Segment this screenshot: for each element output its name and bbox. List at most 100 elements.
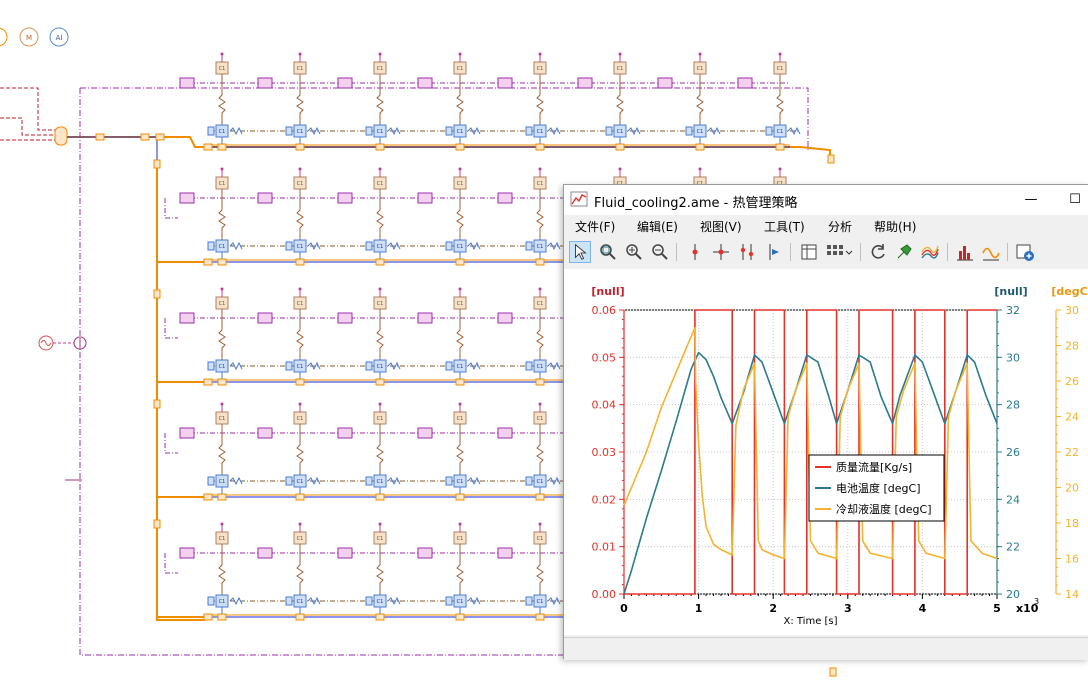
electric-block	[179, 547, 195, 559]
terminal-node	[778, 52, 782, 56]
pipe-node	[153, 159, 161, 169]
pipe-node	[827, 154, 835, 164]
flow-resistor	[387, 476, 401, 486]
zoom-area-icon[interactable]	[597, 241, 619, 263]
toolbar-separator	[676, 243, 677, 261]
electric-block	[497, 312, 513, 324]
histogram-icon[interactable]	[954, 241, 976, 263]
cell-label: C1	[457, 66, 464, 72]
pipe-node	[203, 143, 213, 151]
plate-port	[765, 126, 773, 136]
plate-label: C1	[297, 479, 304, 485]
flow-resistor	[547, 126, 561, 136]
menu-edit[interactable]: 编辑(E)	[637, 220, 678, 234]
plate-port	[285, 476, 293, 486]
flow-resistor	[467, 596, 481, 606]
pipe-node	[217, 613, 227, 621]
terminal-node	[458, 52, 462, 56]
signal-line	[0, 117, 55, 136]
electric-block	[577, 77, 593, 89]
series-line-1	[623, 351, 998, 595]
plate-port	[365, 126, 373, 136]
plate-label: C1	[219, 129, 226, 135]
flow-resistor	[229, 361, 243, 371]
electric-line	[164, 198, 178, 219]
plate-port	[445, 361, 453, 371]
cell-label: C1	[617, 66, 624, 72]
plate-label: C1	[457, 479, 464, 485]
plate-port	[525, 241, 533, 251]
right1-tick-label: 26	[1006, 446, 1020, 459]
dual-cursor-icon[interactable]	[736, 241, 758, 263]
cell-label: C1	[537, 181, 544, 187]
grid-layout-icon[interactable]	[824, 241, 854, 263]
right2-tick-label: 18	[1065, 517, 1079, 530]
plate-port	[207, 361, 215, 371]
menu-file[interactable]: 文件(F)	[575, 220, 616, 234]
pin-icon[interactable]	[893, 241, 915, 263]
play-cursor-icon[interactable]	[762, 241, 784, 263]
add-plot-icon[interactable]	[1014, 241, 1036, 263]
pipe-node	[535, 143, 545, 151]
coolant-pipe	[67, 136, 831, 160]
frame-line	[79, 88, 565, 656]
select-arrow-icon[interactable]	[569, 241, 591, 263]
curves-icon[interactable]	[919, 241, 941, 263]
thermal-resistor	[376, 189, 384, 240]
pipe-node	[203, 613, 213, 621]
cell-label: C1	[297, 416, 304, 422]
electric-block	[257, 427, 273, 439]
maximize-button[interactable]: ☐	[1069, 192, 1081, 207]
pipe-node	[455, 258, 465, 266]
cell-label: C1	[457, 301, 464, 307]
plate-port	[445, 126, 453, 136]
zoom-in-icon[interactable]	[623, 241, 645, 263]
thermal-resistor	[456, 544, 464, 595]
flow-resistor	[627, 126, 641, 136]
pipe-node	[155, 133, 165, 141]
toolbar	[564, 237, 1088, 267]
cell-label: C1	[377, 301, 384, 307]
menu-analysis[interactable]: 分析	[828, 220, 853, 234]
electric-block	[257, 547, 273, 559]
plate-label: C1	[377, 244, 384, 250]
title-bar[interactable]: Fluid_cooling2.ame - 热管理策略 — ☐	[564, 185, 1088, 215]
electric-block	[417, 192, 433, 204]
terminal-node	[458, 167, 462, 171]
pipe-node	[615, 143, 625, 151]
electric-block	[417, 427, 433, 439]
refresh-icon[interactable]	[867, 241, 889, 263]
frame-line	[80, 87, 809, 150]
cell-label: C1	[297, 66, 304, 72]
menu-help[interactable]: 帮助(H)	[874, 220, 917, 234]
terminal-node	[378, 287, 382, 291]
pipe-node	[455, 613, 465, 621]
toolbar-separator	[1007, 243, 1008, 261]
plot-window[interactable]: Fluid_cooling2.ame - 热管理策略 — ☐ 文件(F) 编辑(…	[563, 184, 1088, 660]
crosshair-icon[interactable]	[710, 241, 732, 263]
electric-block	[257, 312, 273, 324]
table-icon[interactable]	[798, 241, 820, 263]
electric-block	[497, 192, 513, 204]
menu-tools[interactable]: 工具(T)	[764, 220, 805, 234]
plate-label: C1	[297, 244, 304, 250]
menu-view[interactable]: 视图(V)	[700, 220, 742, 234]
minimize-button[interactable]: —	[1024, 192, 1038, 207]
x-tick-label: 5	[993, 602, 1001, 615]
pipe-node	[455, 378, 465, 386]
electric-line	[164, 318, 178, 339]
thermal-resistor	[456, 189, 464, 240]
plate-port	[445, 596, 453, 606]
function-icon[interactable]	[980, 241, 1002, 263]
thermal-resistor	[536, 189, 544, 240]
pipe-node	[217, 143, 227, 151]
zoom-out-icon[interactable]	[649, 241, 671, 263]
chart[interactable]: 0.000.010.020.030.040.050.06[null]202224…	[564, 269, 1088, 635]
right2-tick-label: 14	[1065, 588, 1079, 601]
plate-port	[207, 596, 215, 606]
cursor-icon[interactable]	[684, 241, 706, 263]
pipe-node	[203, 493, 213, 501]
x-tick-label: 4	[919, 602, 927, 615]
thermal-resistor	[536, 424, 544, 475]
